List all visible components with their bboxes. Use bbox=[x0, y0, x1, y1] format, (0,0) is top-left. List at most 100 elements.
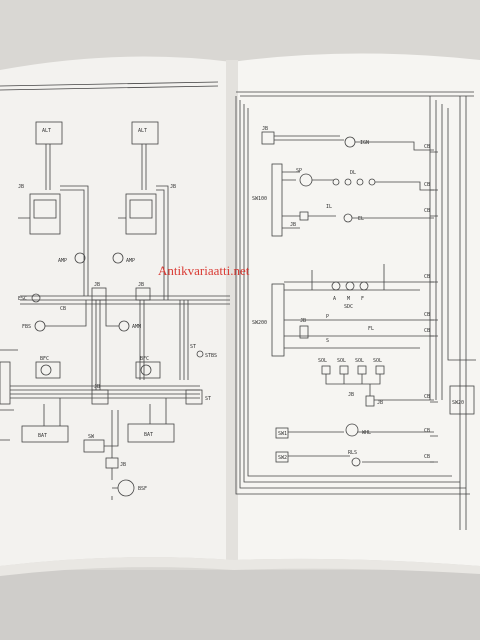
junction-box-top bbox=[261, 131, 275, 145]
p-label: P bbox=[326, 314, 329, 320]
left-page bbox=[0, 56, 234, 567]
el-label: EL bbox=[358, 216, 364, 222]
sw2-label: SW2 bbox=[278, 455, 287, 461]
dl-lamp-1 bbox=[332, 178, 340, 186]
left-labels: ALT ALT JB JB AMP AMP ESC CB JB JB FBS A… bbox=[18, 128, 217, 492]
sol3-label: SOL bbox=[355, 358, 364, 364]
esc-label: ESC bbox=[18, 296, 27, 302]
amp-left-label: AMP bbox=[58, 258, 67, 264]
battery-right-box bbox=[127, 423, 175, 443]
rls-lamp bbox=[351, 457, 361, 467]
f-component bbox=[359, 281, 369, 291]
jb-center2-label: JB bbox=[138, 282, 144, 288]
amp-meter-right bbox=[112, 252, 124, 264]
bfc-right-label: BFC bbox=[140, 356, 149, 362]
amm-label: AMM bbox=[132, 324, 141, 330]
bfc-right bbox=[135, 361, 161, 379]
jb-lower-label: JB bbox=[94, 384, 100, 390]
jb-fl-box bbox=[299, 325, 309, 339]
rls-label: RLS bbox=[348, 450, 357, 456]
jb-sol2-label: JB bbox=[377, 400, 383, 406]
whl-lamp bbox=[345, 423, 359, 437]
s-label: S bbox=[326, 338, 329, 344]
book-shadow bbox=[0, 570, 480, 640]
alternator-right-box bbox=[131, 121, 159, 145]
junction-box-left bbox=[29, 193, 61, 235]
il-label: IL bbox=[326, 204, 332, 210]
jb-top-label: JB bbox=[262, 126, 268, 132]
st-box-label: STBS bbox=[205, 353, 217, 359]
dl-label: DL bbox=[350, 170, 356, 176]
f-label: F bbox=[361, 296, 364, 302]
alternator-left-box bbox=[35, 121, 63, 145]
alt-left-label: ALT bbox=[42, 128, 51, 134]
jb-mid-label: JB bbox=[290, 222, 296, 228]
jb-fl-label: JB bbox=[300, 318, 306, 324]
bfc-left-label: BFC bbox=[40, 356, 49, 362]
cb4-label: CB bbox=[424, 274, 430, 280]
st-relay bbox=[196, 350, 204, 358]
alt-right-label: ALT bbox=[138, 128, 147, 134]
watermark: Antikvariaatti.net bbox=[158, 263, 250, 278]
sw1-label: SW1 bbox=[278, 431, 287, 437]
cb8-label: CB bbox=[424, 428, 430, 434]
junction-box-right bbox=[125, 193, 157, 235]
jb-bottom-label: JB bbox=[120, 462, 126, 468]
cb2-label: CB bbox=[424, 182, 430, 188]
page-stack bbox=[0, 557, 480, 576]
sdc-label: SDC bbox=[344, 304, 353, 310]
junction-box-center-2 bbox=[135, 287, 151, 301]
cb1-label: CB bbox=[424, 144, 430, 150]
sw2-box bbox=[275, 451, 289, 463]
sp-label: SP bbox=[296, 168, 302, 174]
cb9-label: CB bbox=[424, 454, 430, 460]
a-label: A bbox=[333, 296, 336, 302]
cb3-label: CB bbox=[424, 208, 430, 214]
battery-left-box bbox=[21, 425, 69, 443]
cb-esc-label: CB bbox=[60, 306, 66, 312]
junction-box-center bbox=[91, 287, 107, 301]
right-labels: JB IGN SW100 SP DL JB IL EL SW200 A M F … bbox=[252, 126, 464, 461]
sol4-label: SOL bbox=[373, 358, 382, 364]
junction-box-lower bbox=[91, 389, 109, 405]
sw20-label: SW20 bbox=[452, 400, 464, 406]
jb-sol-label: JB bbox=[348, 392, 354, 398]
fl-label: FL bbox=[368, 326, 374, 332]
jb-left-label: JB bbox=[18, 184, 24, 190]
cb6-label: CB bbox=[424, 328, 430, 334]
dl-lamp-2 bbox=[344, 178, 352, 186]
jb-right-label: JB bbox=[170, 184, 176, 190]
bat-left-label: BAT bbox=[38, 433, 47, 439]
sol2-label: SOL bbox=[337, 358, 346, 364]
m-label: M bbox=[347, 296, 350, 302]
sw100-label: SW100 bbox=[252, 196, 267, 202]
a-component bbox=[331, 281, 341, 291]
jb-center-label: JB bbox=[94, 282, 100, 288]
whl-label: WHL bbox=[362, 430, 371, 436]
right-page bbox=[232, 53, 480, 566]
st-top-label: ST bbox=[190, 344, 196, 350]
cb5-label: CB bbox=[424, 312, 430, 318]
st-right-label: ST bbox=[205, 396, 211, 402]
amp-meter-left bbox=[74, 252, 86, 264]
cb7-label: CB bbox=[424, 394, 430, 400]
sol1-label: SOL bbox=[318, 358, 327, 364]
sw1-box bbox=[275, 427, 289, 439]
book-gutter bbox=[226, 60, 238, 562]
sw200-label: SW200 bbox=[252, 320, 267, 326]
st-box bbox=[185, 389, 203, 405]
amp-right-label: AMP bbox=[126, 258, 135, 264]
sw20-box bbox=[449, 385, 475, 415]
ign-label: IGN bbox=[360, 140, 369, 146]
sw-label: SW bbox=[88, 434, 95, 440]
m-component bbox=[345, 281, 355, 291]
bat-right-label: BAT bbox=[144, 432, 153, 438]
bfc-left bbox=[35, 361, 61, 379]
sw100-panel bbox=[271, 163, 283, 237]
dl-lamp-3 bbox=[356, 178, 364, 186]
esc-fuse bbox=[31, 293, 41, 303]
fbs-label: FBS bbox=[22, 324, 31, 330]
left-wiring-diagram bbox=[0, 81, 230, 500]
right-wiring-diagram bbox=[235, 91, 476, 530]
